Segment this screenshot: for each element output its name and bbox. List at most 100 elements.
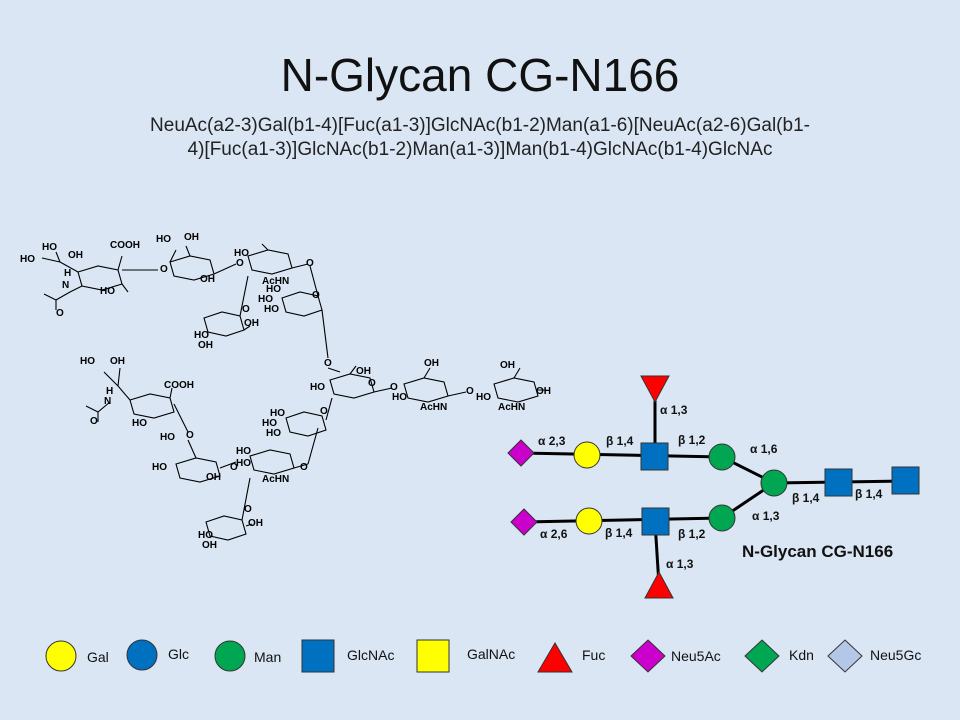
chem-ho-label: HO bbox=[258, 294, 273, 305]
legend-man-circle bbox=[214, 640, 246, 672]
chem-h-label: H bbox=[64, 268, 71, 279]
chem-o-label: O bbox=[186, 430, 194, 441]
fuc-bottom-triangle bbox=[644, 570, 674, 599]
chem-oh-label: OH bbox=[248, 518, 263, 529]
glcnac-core-square-1 bbox=[824, 468, 853, 497]
chem-o-label: O bbox=[324, 358, 332, 369]
chem-o-label: O bbox=[90, 416, 98, 427]
chem-oh-label: OH bbox=[536, 386, 551, 397]
chem-achn-label: AcHN bbox=[262, 474, 289, 485]
chem-oh-label: OH bbox=[356, 366, 371, 377]
chem-ho-label: HO bbox=[262, 418, 277, 429]
chem-o-label: O bbox=[236, 258, 244, 269]
man-bottom-circle bbox=[708, 504, 736, 532]
chem-ho-label: HO bbox=[100, 286, 115, 297]
chem-oh-label: OH bbox=[202, 540, 217, 551]
chem-o-label: O bbox=[230, 462, 238, 473]
chem-oh-label: OH bbox=[110, 356, 125, 367]
chem-ho-label: HO bbox=[264, 304, 279, 315]
symbol-legend: Gal Glc Man GlcNAc GalNAc Fuc Neu5Ac Kdn… bbox=[45, 639, 921, 673]
upper-glcnac-ring bbox=[247, 243, 309, 275]
glcnac-top-square bbox=[640, 442, 669, 471]
core-glcnac-ring-1 bbox=[403, 367, 467, 403]
slide-title: N-Glycan CG-N166 bbox=[280, 49, 680, 101]
legend-glcnac-label: GlcNAc bbox=[347, 647, 394, 663]
chem-oh-label: OH bbox=[424, 358, 439, 369]
chem-oh-label: OH bbox=[184, 232, 199, 243]
lower-fucose-ring bbox=[205, 477, 253, 541]
linkage-label: β 1,2 bbox=[678, 433, 706, 447]
upper-mannose-ring bbox=[281, 265, 329, 359]
chem-ho-label: HO bbox=[476, 392, 491, 403]
chem-o-label: O bbox=[244, 504, 252, 515]
lower-galactose-ring bbox=[175, 439, 237, 483]
chem-o-label: O bbox=[312, 290, 320, 301]
linkage-label: α 1,3 bbox=[752, 509, 780, 523]
chemical-structure: HO OH HO H N COOH HO O O HO OH OH O HO A… bbox=[20, 232, 551, 551]
linkage-label: α 1,6 bbox=[750, 442, 778, 456]
legend-glcnac-square bbox=[301, 639, 335, 673]
glycan-symbol-diagram: α 1,3 α 2,3 β 1,4 β 1,2 α 1,6 α 1,3 β 1,… bbox=[507, 375, 920, 599]
gal-bottom-circle bbox=[575, 507, 603, 535]
chem-o-label: O bbox=[242, 304, 250, 315]
legend-galnac-square bbox=[416, 639, 450, 673]
chem-o-label: O bbox=[306, 258, 314, 269]
legend-neu5ac-label: Neu5Ac bbox=[671, 648, 721, 664]
iupac-line-1: NeuAc(a2-3)Gal(b1-4)[Fuc(a1-3)]GlcNAc(b1… bbox=[150, 115, 810, 136]
glcnac-core-square-2 bbox=[891, 466, 920, 495]
link-lower-antenna bbox=[523, 516, 723, 524]
core-mannose-ring bbox=[327, 365, 393, 399]
lower-sialic-acid-ring bbox=[85, 367, 189, 433]
chem-ho-label: HO bbox=[234, 248, 249, 259]
legend-gal-label: Gal bbox=[87, 649, 109, 665]
linkage-label: α 2,6 bbox=[540, 527, 568, 541]
chem-oh-label: OH bbox=[68, 250, 83, 261]
iupac-sequence: NeuAc(a2-3)Gal(b1-4)[Fuc(a1-3)]GlcNAc(b1… bbox=[90, 114, 870, 162]
upper-sialic-acid-ring bbox=[41, 251, 158, 310]
chem-oh-label: OH bbox=[244, 318, 259, 329]
upper-fucose-ring bbox=[203, 275, 251, 337]
upper-galactose-ring bbox=[169, 245, 237, 281]
lower-glcnac-ring bbox=[249, 427, 319, 475]
legend-glc-circle bbox=[126, 639, 158, 671]
chem-ho-label: HO bbox=[266, 428, 281, 439]
man-top-circle bbox=[708, 443, 736, 471]
chem-achn-label: AcHN bbox=[262, 276, 289, 287]
chem-o-label: O bbox=[368, 378, 376, 389]
linkage-label: α 2,3 bbox=[538, 434, 566, 448]
glycan-name-label: N-Glycan CG-N166 bbox=[742, 542, 893, 561]
chem-ho-label: HO bbox=[80, 356, 95, 367]
chem-oh-label: OH bbox=[200, 274, 215, 285]
chem-achn-label: AcHN bbox=[498, 402, 525, 413]
legend-fuc-label: Fuc bbox=[582, 647, 605, 663]
chem-oh-label: OH bbox=[500, 360, 515, 371]
chem-o-label: O bbox=[466, 386, 474, 397]
chem-oh-label: OH bbox=[206, 472, 221, 483]
chem-ho-label: HO bbox=[132, 418, 147, 429]
chem-ho-label: HO bbox=[392, 392, 407, 403]
chem-n-label: N bbox=[104, 396, 111, 407]
linkage-label: α 1,3 bbox=[666, 557, 694, 571]
man-core-circle bbox=[760, 469, 788, 497]
legend-neu5ac-diamond bbox=[630, 639, 666, 673]
chem-ho-label: HO bbox=[156, 234, 171, 245]
glcnac-bottom-square bbox=[641, 507, 670, 536]
chem-ho-label: HO bbox=[194, 330, 209, 341]
chem-o-label: O bbox=[390, 382, 398, 393]
legend-galnac-label: GalNAc bbox=[467, 646, 515, 662]
chem-ho-label: HO bbox=[20, 254, 35, 265]
linkage-label: β 1,4 bbox=[605, 526, 633, 540]
legend-kdn-label: Kdn bbox=[789, 647, 814, 663]
chem-ho-label: HO bbox=[266, 284, 281, 295]
legend-neu5gc-diamond bbox=[827, 639, 863, 673]
legend-man-label: Man bbox=[254, 649, 281, 665]
chem-o-label: O bbox=[320, 406, 328, 417]
chem-achn-label: AcHN bbox=[420, 402, 447, 413]
chem-o-label: O bbox=[160, 264, 168, 275]
linkage-label: β 1,4 bbox=[792, 491, 820, 505]
fuc-top-triangle bbox=[640, 375, 670, 404]
chem-ho-label: HO bbox=[198, 530, 213, 541]
chem-ho-label: HO bbox=[236, 446, 251, 457]
chem-ho-label: HO bbox=[42, 242, 57, 253]
